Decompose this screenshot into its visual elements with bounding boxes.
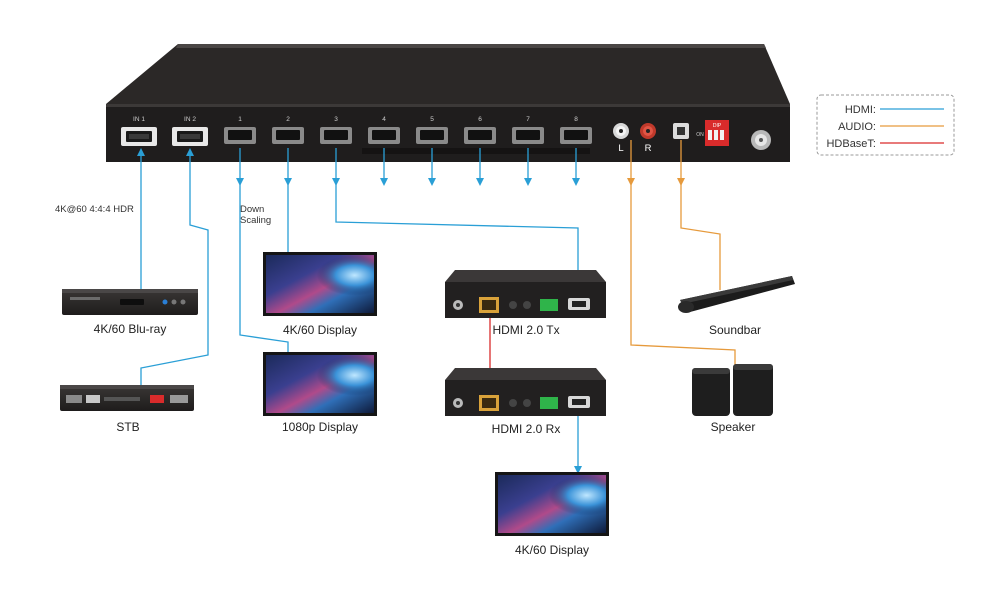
bluray-player: 4K/60 Blu-ray bbox=[62, 289, 198, 336]
legend: HDMI: AUDIO: HDBaseT: bbox=[816, 94, 955, 156]
rx-label: HDMI 2.0 Rx bbox=[492, 422, 561, 436]
display-1080p: 1080p Display bbox=[263, 352, 377, 434]
output-port-8: 8 bbox=[560, 116, 592, 144]
hdr-note: 4K@60 4:4:4 HDR bbox=[55, 204, 134, 215]
legend-hdbaset-label: HDBaseT: bbox=[826, 138, 876, 150]
cable-out3-tx-run bbox=[335, 182, 579, 302]
output-port-6-label: 6 bbox=[478, 116, 482, 123]
bluray-label: 4K/60 Blu-ray bbox=[94, 322, 167, 336]
audio-right-label: R bbox=[645, 143, 652, 154]
soundbar-label: Soundbar bbox=[709, 323, 761, 337]
cable-out1-1080p-run bbox=[239, 182, 289, 352]
speaker-pair: Speaker bbox=[692, 364, 773, 434]
input-port-2: IN 2 bbox=[172, 116, 208, 146]
stb-label: STB bbox=[116, 420, 139, 434]
hdbaset-receiver: HDMI 2.0 Rx bbox=[445, 368, 606, 436]
dip-label: DIP bbox=[713, 123, 722, 129]
audio-rca-left: L bbox=[613, 123, 629, 154]
input-port-1: IN 1 bbox=[121, 116, 157, 146]
output-port-4: 4 bbox=[368, 116, 400, 144]
down-scaling-line-2: Scaling bbox=[240, 215, 271, 226]
dip-on-label: ON bbox=[696, 132, 704, 138]
down-scaling-note: Down Scaling bbox=[240, 204, 271, 226]
output-port-2-label: 2 bbox=[286, 116, 290, 123]
tx-label: HDMI 2.0 Tx bbox=[492, 323, 559, 337]
hdbaset-transmitter: HDMI 2.0 Tx bbox=[445, 270, 606, 337]
matrix-switcher bbox=[106, 44, 790, 162]
output-port-7: 7 bbox=[512, 116, 544, 144]
soundbar: Soundbar bbox=[678, 276, 795, 337]
cable-optical-soundbar-run bbox=[680, 182, 721, 290]
output-port-5: 5 bbox=[416, 116, 448, 144]
display-4k-top: 4K/60 Display bbox=[263, 252, 377, 337]
display-1080p-label: 1080p Display bbox=[282, 420, 358, 434]
optical-port bbox=[673, 123, 689, 139]
display-4k-top-label: 4K/60 Display bbox=[283, 323, 357, 337]
power-connector bbox=[751, 130, 771, 150]
legend-audio-label: AUDIO: bbox=[838, 121, 876, 133]
output-port-6: 6 bbox=[464, 116, 496, 144]
output-port-1-label: 1 bbox=[238, 116, 242, 123]
cable-audio-speaker-run bbox=[630, 182, 736, 365]
cable-stb-in2 bbox=[140, 148, 209, 385]
speaker-label: Speaker bbox=[711, 420, 756, 434]
input-port-1-label: IN 1 bbox=[133, 116, 145, 123]
audio-rca-right: R bbox=[640, 123, 656, 154]
dip-switch: DIP ON bbox=[696, 120, 729, 146]
output-port-4-label: 4 bbox=[382, 116, 386, 123]
output-port-3: 3 bbox=[320, 116, 352, 144]
output-port-1: 1 bbox=[224, 116, 256, 144]
audio-left-label: L bbox=[618, 143, 623, 154]
output-port-3-label: 3 bbox=[334, 116, 338, 123]
input-port-2-label: IN 2 bbox=[184, 116, 196, 123]
output-port-2: 2 bbox=[272, 116, 304, 144]
display-4k-bottom: 4K/60 Display bbox=[495, 472, 609, 557]
stb-box: STB bbox=[60, 385, 194, 434]
output-port-5-label: 5 bbox=[430, 116, 434, 123]
display-4k-bottom-label: 4K/60 Display bbox=[515, 543, 589, 557]
output-port-8-label: 8 bbox=[574, 116, 578, 123]
down-scaling-line-1: Down bbox=[240, 204, 264, 215]
legend-hdmi-label: HDMI: bbox=[845, 104, 876, 116]
output-port-7-label: 7 bbox=[526, 116, 530, 123]
